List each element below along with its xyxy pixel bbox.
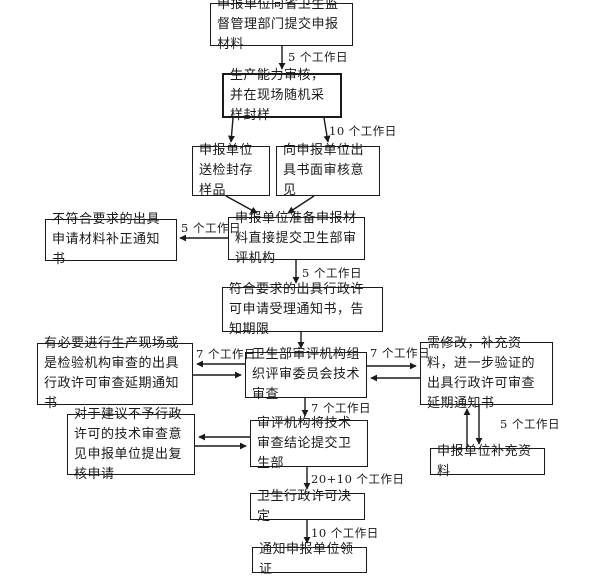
node-written-opinion: 向申报单位出具书面审核意见 <box>276 143 380 198</box>
label-certificate-days: 10 个工作日 <box>311 526 379 540</box>
arrow-capacity-to-samples <box>228 117 236 143</box>
node-recheck-request: 对于建议不予行政许可的技术审查意见申报单位提出复核申请 <box>67 407 195 482</box>
label-review-to-conclusion-days: 7 个工作日 <box>311 401 371 415</box>
node-submit-materials: 申报单位向省卫生监督管理部门提交申报材料 <box>210 0 353 52</box>
label-prepare-to-accept-days: 5 个工作日 <box>302 266 362 280</box>
node-notify-certificate: 通知申报单位领证 <box>252 542 367 577</box>
node-send-samples: 申报单位送检封存样品 <box>192 143 270 198</box>
label-review-to-opinion-days: 10 个工作日 <box>329 124 397 138</box>
arrow-samples-to-prepare <box>225 195 258 214</box>
node-license-decision: 卫生行政许可决定 <box>250 489 365 524</box>
node-correction-notice: 不符合要求的出具申请材料补正通知书 <box>45 212 177 267</box>
node-submit-conclusion: 审评机构将技术审查结论提交卫生部 <box>250 416 368 471</box>
node-acceptance-notice: 符合要求的出具行政许可申请受理通知书，告知期限 <box>222 282 383 337</box>
label-submit-to-review-days: 5 个工作日 <box>288 50 348 64</box>
node-supplement-materials: 申报单位补充资料 <box>430 444 545 479</box>
node-technical-review: 卫生部审评机构组织评审委员会技术审查 <box>245 347 367 402</box>
node-capacity-review: 生产能力审核，并在现场随机采样封样 <box>222 68 342 123</box>
node-site-review-delay: 有必要进行生产现场或是检验机构审查的出具行政许可审查延期通知书 <box>37 336 193 411</box>
label-delay-right-days: 7 个工作日 <box>370 346 430 360</box>
arrow-opinion-to-prepare <box>287 195 315 214</box>
node-supplement-delay: 需修改，补充资料，进一步验证的出具行政许可审查延期通知书 <box>420 336 553 411</box>
label-delay-left-days: 7 个工作日 <box>196 347 256 361</box>
arrow-capacity-to-opinion <box>323 117 331 143</box>
label-decision-days: 20+10 个工作日 <box>311 472 405 486</box>
label-correction-days: 5 个工作日 <box>181 221 241 235</box>
node-prepare-materials: 申报单位准备申报材料直接提交卫生部审评机构 <box>228 211 365 266</box>
label-supplement-days: 5 个工作日 <box>500 417 560 431</box>
